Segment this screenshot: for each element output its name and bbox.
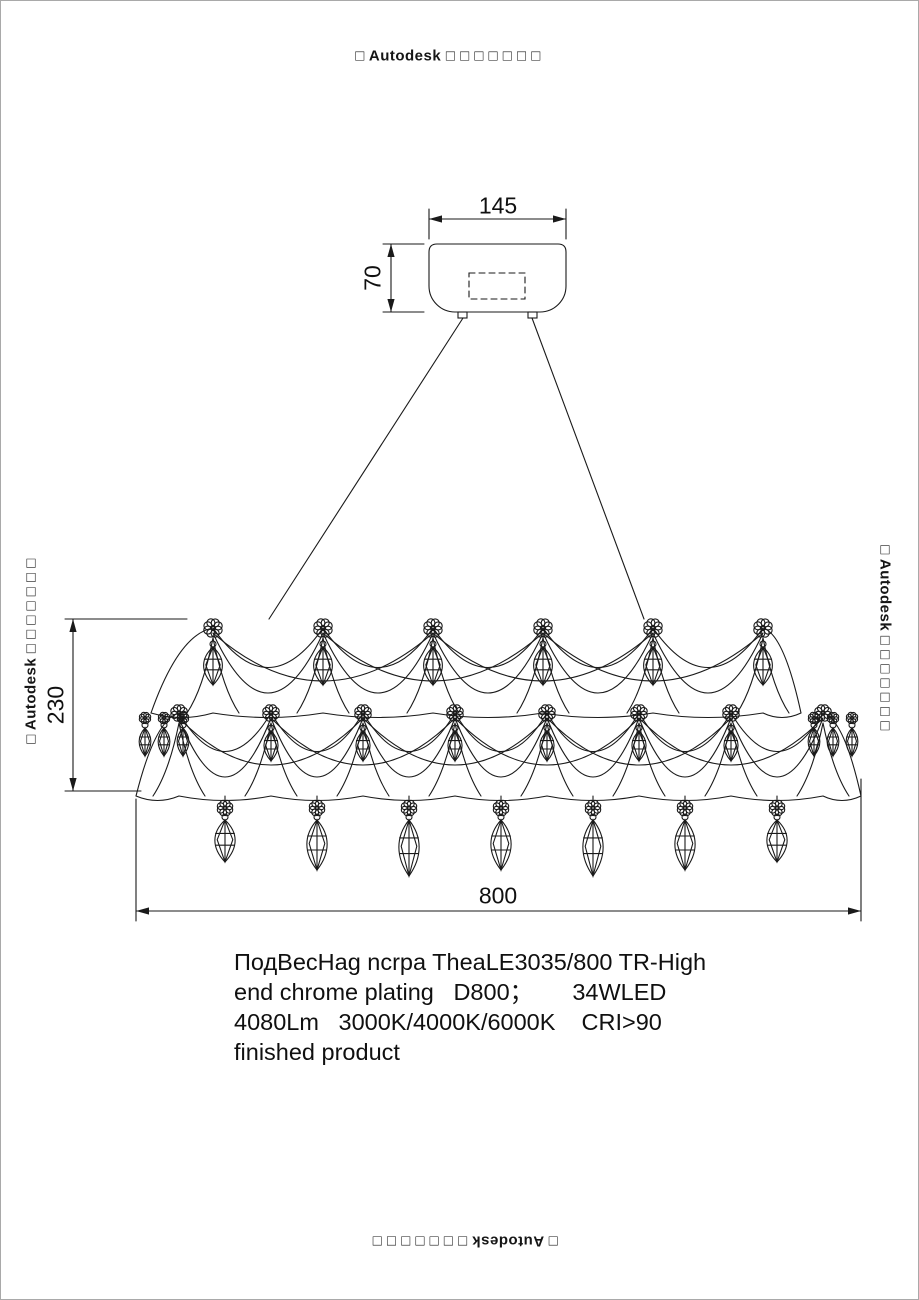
description-line-4: finished product — [234, 1039, 400, 1065]
watermark-left: □ Autodesk □ □ □ □ □ □ □ — [22, 558, 40, 744]
watermark-right: □ Autodesk □ □ □ □ □ □ □ — [876, 545, 894, 731]
description-line-1: ПодВесHag ncrpa TheaLE3035/800 TR-High — [234, 949, 707, 975]
product-description: ПодВесHag ncrpa TheaLE3035/800 TR-High e… — [234, 947, 706, 1067]
dim-label-body-diameter: 800 — [478, 882, 518, 909]
description-line-2: end chrome plating D800； 34WLED — [234, 979, 667, 1005]
watermark-top: □ Autodesk □ □ □ □ □ □ □ — [355, 47, 541, 65]
watermark-bottom: □ Autodesk □ □ □ □ □ □ □ — [372, 1232, 558, 1250]
dim-label-canopy-height: 70 — [359, 265, 386, 291]
description-line-3: 4080Lm 3000K/4000K/6000K CRI>90 — [234, 1009, 662, 1035]
chandelier-linework — [64, 208, 862, 922]
dim-label-canopy-width: 145 — [478, 192, 518, 219]
dim-label-body-height: 230 — [42, 685, 69, 725]
